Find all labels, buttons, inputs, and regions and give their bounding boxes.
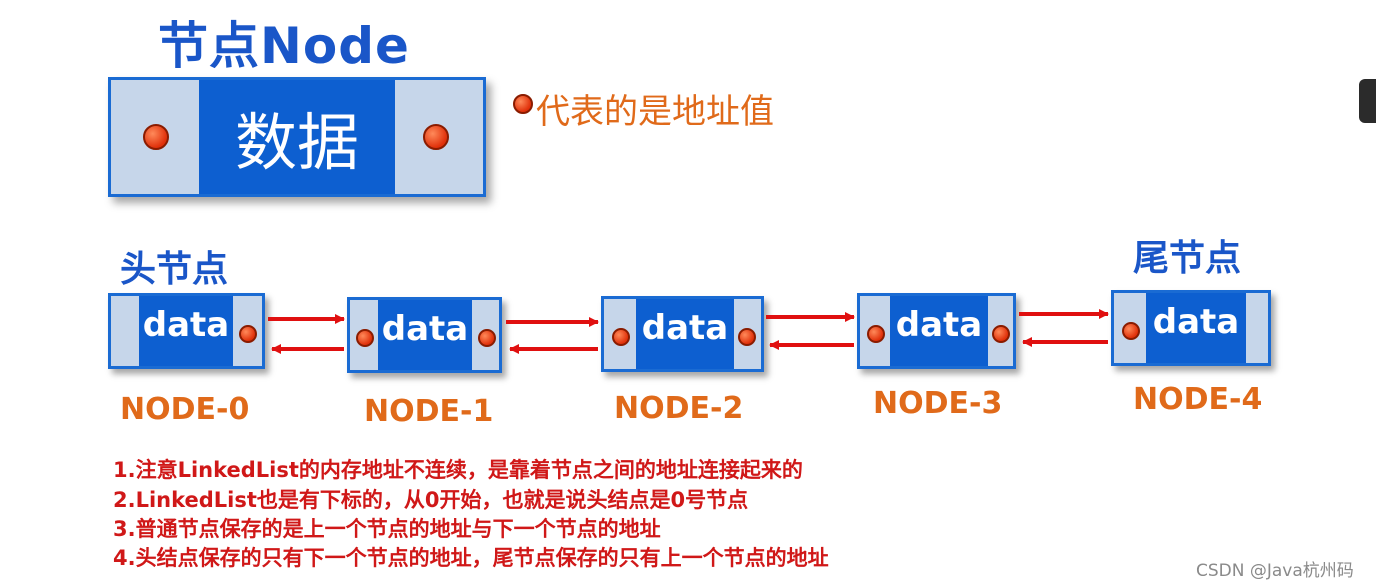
address-dot-icon [513, 94, 533, 114]
node-data-cell: data [378, 300, 472, 370]
note-3: 3.普通节点保存的是上一个节点的地址与下一个节点的地址 [113, 517, 661, 541]
node-label-0: NODE-0 [120, 392, 250, 427]
page-title: 节点Node [158, 17, 410, 75]
data-cell: 数据 [199, 80, 395, 194]
next-address-dot-icon [239, 325, 257, 343]
note-1: 1.注意LinkedList的内存地址不连续，是靠着节点之间的地址连接起来的 [113, 458, 803, 482]
prev-address-dot-icon [1122, 322, 1140, 340]
prev-address-dot-icon [143, 124, 169, 150]
note-2: 2.LinkedList也是有下标的，从0开始，也就是说头结点是0号节点 [113, 488, 749, 512]
node-1: data [347, 297, 502, 373]
node-data-cell: data [636, 299, 734, 369]
node-data-cell: data [890, 296, 988, 366]
node-0: data [108, 293, 265, 369]
node-label-3: NODE-3 [873, 386, 1003, 421]
prev-address-dot-icon [356, 329, 374, 347]
side-panel-tab[interactable] [1359, 79, 1376, 123]
tail-node-label: 尾节点 [1133, 238, 1242, 279]
node-3: data [857, 293, 1016, 369]
node-4: data [1111, 290, 1271, 366]
head-node-label: 头节点 [120, 249, 229, 290]
prev-address-dot-icon [612, 328, 630, 346]
node-legend-box: 数据 [108, 77, 486, 197]
node-label-1: NODE-1 [364, 394, 494, 429]
next-address-dot-icon [478, 329, 496, 347]
next-address-dot-icon [423, 124, 449, 150]
node-data-cell: data [139, 296, 233, 366]
next-address-dot-icon [992, 325, 1010, 343]
watermark: CSDN @Java杭州码 [1196, 561, 1354, 581]
node-label-2: NODE-2 [614, 391, 744, 426]
legend-text: 代表的是地址值 [536, 92, 774, 132]
next-address-dot-icon [738, 328, 756, 346]
node-data-cell: data [1146, 293, 1246, 363]
node-label-4: NODE-4 [1133, 382, 1263, 417]
note-4: 4.头结点保存的只有下一个节点的地址，尾节点保存的只有上一个节点的地址 [113, 546, 829, 570]
node-2: data [601, 296, 764, 372]
prev-address-dot-icon [867, 325, 885, 343]
